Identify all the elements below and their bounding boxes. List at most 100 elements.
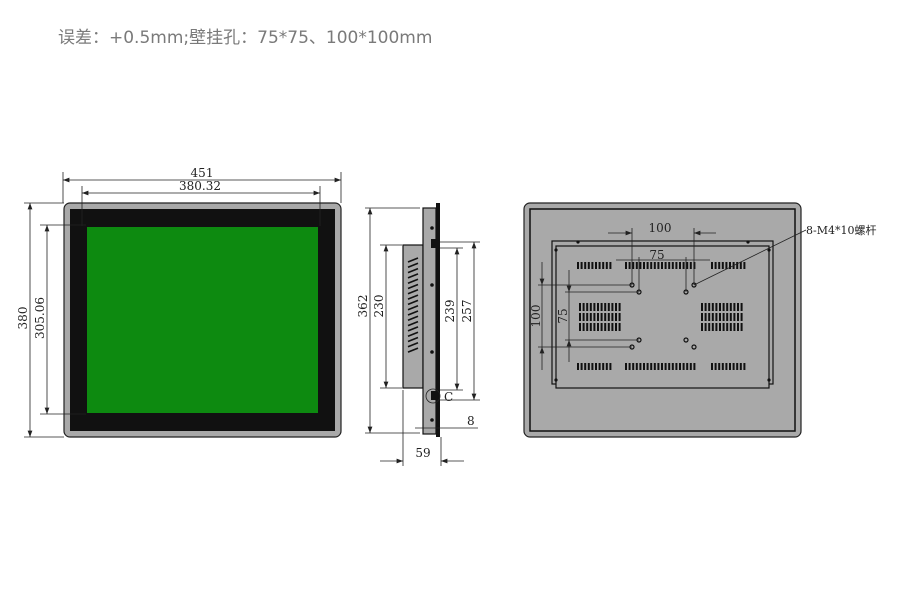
vent-slot — [618, 303, 621, 311]
dim-380: 380 — [16, 307, 30, 330]
vent-slot — [407, 299, 419, 306]
vent-slot — [587, 363, 590, 370]
vent-slot — [718, 363, 721, 370]
vent-slot — [407, 278, 419, 284]
vent-slot — [643, 262, 645, 269]
vent-slot — [407, 273, 419, 279]
screw-hole — [691, 344, 697, 350]
dim-59: 59 — [415, 446, 430, 460]
vent-slot — [607, 323, 610, 331]
mount-screw — [767, 378, 771, 382]
rear-box — [402, 244, 424, 389]
vent-slot — [708, 313, 711, 321]
vent-slot — [733, 303, 736, 311]
front-panel-edge — [436, 203, 440, 437]
vent-slot — [729, 303, 732, 311]
vent-slot — [722, 323, 725, 331]
side-vents — [407, 257, 419, 353]
vent-slot — [733, 323, 736, 331]
vent-slot — [407, 262, 419, 269]
mount-screw — [554, 378, 558, 382]
vent-slot — [604, 313, 607, 321]
dim-vesa-100-v: 100 — [529, 305, 543, 328]
vent-slot — [584, 363, 587, 370]
vent-slot — [595, 363, 597, 370]
mount-screw — [746, 240, 750, 244]
vent-slot — [729, 262, 731, 269]
vent-slot — [609, 262, 612, 269]
vent-slot — [726, 303, 729, 311]
screw-hole — [683, 337, 689, 343]
mount-screw — [767, 248, 771, 252]
vent-slot — [589, 303, 592, 311]
vent-slot — [597, 323, 599, 331]
vent-slot — [407, 283, 419, 290]
vent-slot — [584, 262, 587, 269]
vent-slot — [407, 342, 419, 348]
vent-slot — [611, 313, 614, 321]
vent-slot — [602, 363, 605, 370]
vent-slot — [582, 323, 585, 331]
vent-slot — [407, 304, 419, 311]
vent-slot — [407, 310, 419, 316]
vent-slot — [711, 303, 714, 311]
vent-slot — [737, 323, 739, 331]
vent-slot — [609, 363, 612, 370]
vent-slot — [625, 262, 627, 269]
vent-slot — [721, 363, 724, 370]
vent-slot — [664, 262, 667, 269]
vent-slot — [407, 294, 419, 300]
vent-slot — [732, 363, 735, 370]
vent-slot — [582, 313, 585, 321]
vent-slot — [701, 313, 703, 321]
dim-vesa-75-h: 75 — [649, 248, 664, 262]
vent-slot — [671, 262, 674, 269]
vent-slot — [675, 262, 678, 269]
vent-slot — [602, 262, 605, 269]
vent-slot — [580, 262, 583, 269]
vent-slot — [591, 262, 594, 269]
dim-230: 230 — [372, 295, 386, 318]
vent-slot — [675, 363, 678, 370]
vent-slot — [722, 303, 725, 311]
vent-slot — [586, 303, 589, 311]
vent-slot — [743, 363, 746, 370]
vent-slot — [591, 363, 594, 370]
vent-slot — [714, 262, 717, 269]
vent-slot — [708, 323, 711, 331]
vent-slot — [653, 363, 656, 370]
vent-slot — [607, 303, 610, 311]
vent-slot — [618, 323, 621, 331]
display-screen — [87, 227, 318, 413]
vent-slot — [704, 323, 707, 331]
vent-slot — [715, 313, 718, 321]
vent-slot — [719, 323, 721, 331]
vent-slot — [600, 313, 603, 321]
vent-slot — [726, 313, 729, 321]
dim-451: 451 — [191, 166, 214, 180]
vent-slot — [729, 313, 732, 321]
vent-slot — [693, 262, 696, 269]
vent-slot — [605, 363, 608, 370]
vent-slot — [598, 363, 601, 370]
vent-slot — [704, 303, 707, 311]
vent-slot — [704, 313, 707, 321]
vent-slot — [643, 363, 645, 370]
vent-slot — [737, 313, 739, 321]
vent-slot — [653, 262, 656, 269]
vent-slot — [639, 262, 642, 269]
vent-slot — [737, 303, 739, 311]
vent-slot — [625, 363, 627, 370]
vent-slot — [600, 323, 603, 331]
vent-slot — [733, 313, 736, 321]
vent-slot — [664, 363, 667, 370]
dim-380-32: 380.32 — [179, 179, 221, 193]
vent-slot — [611, 303, 614, 311]
vent-slot — [701, 323, 703, 331]
tolerance-note: 误差：+0.5mm;壁挂孔：75*75、100*100mm — [58, 28, 433, 48]
vent-slot — [407, 320, 419, 327]
vent-slot — [739, 262, 742, 269]
vent-slot — [650, 363, 653, 370]
vent-slot — [611, 323, 614, 331]
vent-slot — [689, 363, 692, 370]
